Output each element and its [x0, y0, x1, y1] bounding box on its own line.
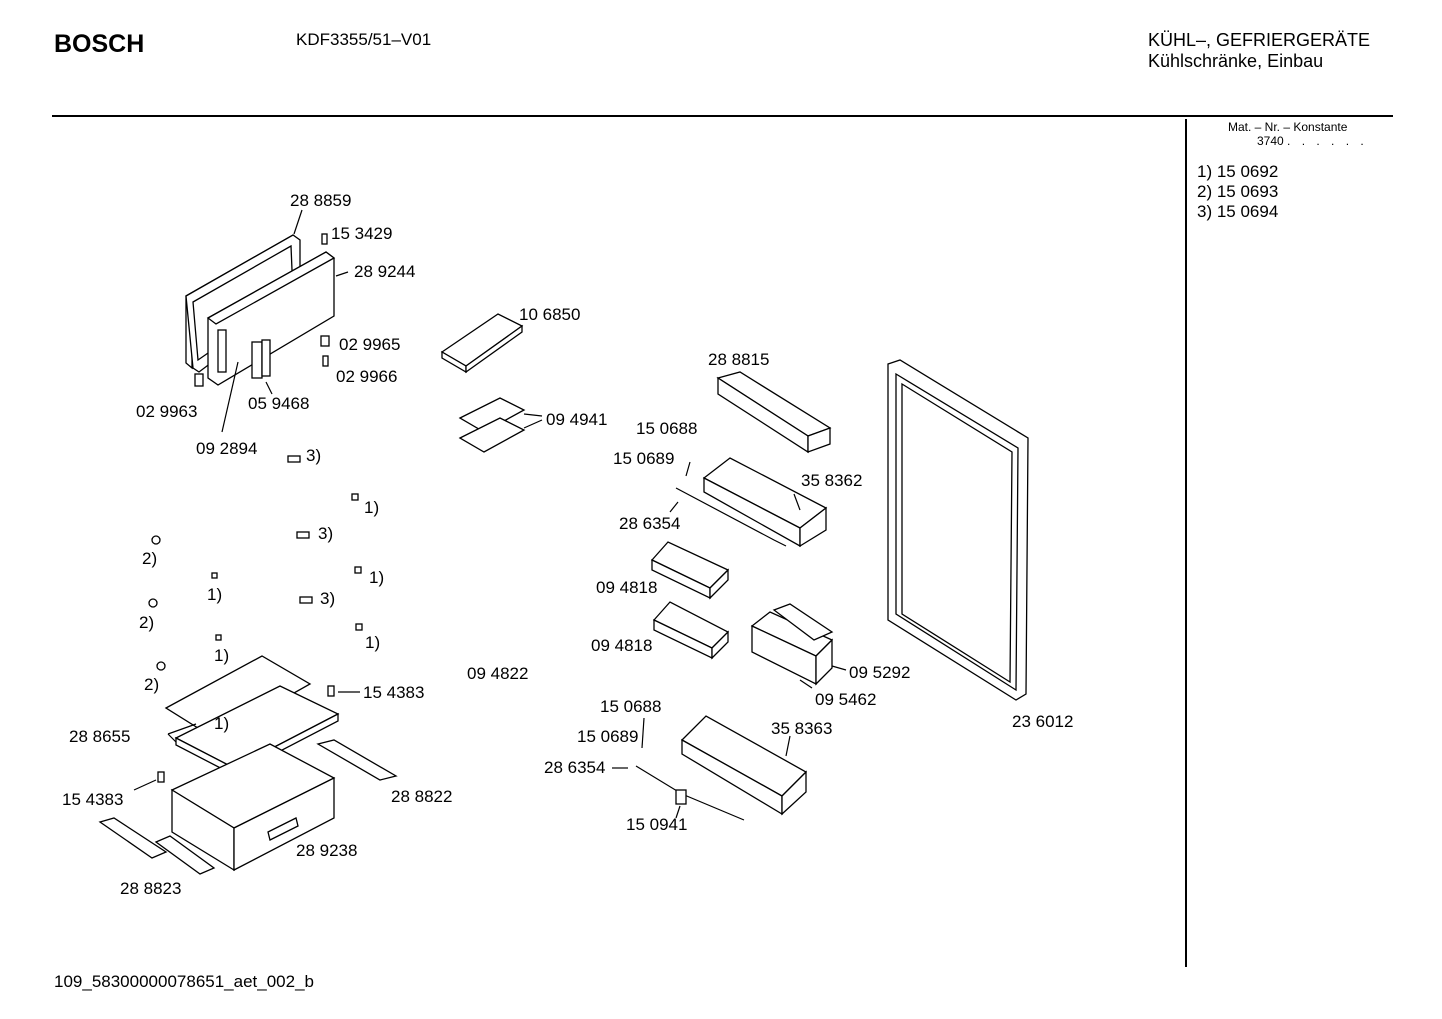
ice-cube-tray [440, 313, 524, 374]
ref-marker: 3) [306, 446, 321, 465]
part-label-289238: 28 9238 [296, 841, 357, 860]
door-shelf-lower [635, 715, 808, 821]
part-label-094818-a: 09 4818 [596, 578, 657, 597]
part-label-150688-b: 15 0688 [600, 697, 661, 716]
part-label-029963: 02 9963 [136, 402, 197, 421]
mat-number-value: 3740 . . . . . . [1257, 134, 1368, 148]
ref-marker: 1) [365, 633, 380, 652]
freezer-drawer [170, 743, 336, 872]
main-door-gasket [887, 359, 1029, 701]
brand-logo: BOSCH [54, 30, 145, 58]
part-label-153429: 15 3429 [331, 224, 392, 243]
part-label-029966: 02 9966 [336, 367, 397, 386]
ref-marker: 1) [207, 585, 222, 604]
shelf-leader-lines [612, 493, 847, 819]
door-shelf-small-1 [650, 541, 730, 600]
ref-marker: 1) [214, 646, 229, 665]
part-label-150689-b: 15 0689 [577, 727, 638, 746]
part-label-289244: 28 9244 [354, 262, 415, 281]
part-label-288859: 28 8859 [290, 191, 351, 210]
ref-item-1: 1) 15 0692 [1197, 162, 1279, 181]
part-label-095292: 09 5292 [849, 663, 910, 682]
ref-marker: 1) [369, 568, 384, 587]
ref-marker: 1) [364, 498, 379, 517]
part-label-154383-a: 15 4383 [363, 683, 424, 702]
door-small-parts [194, 233, 330, 387]
ref-marker: 2) [139, 613, 154, 632]
category-title: KÜHL–, GEFRIERGERÄTE [1148, 30, 1371, 50]
part-label-286354-b: 28 6354 [544, 758, 605, 777]
egg-trays [458, 397, 543, 453]
part-label-029965: 02 9965 [339, 335, 400, 354]
door-shelf-upper [675, 457, 828, 548]
part-label-236012: 23 6012 [1012, 712, 1073, 731]
part-label-358363: 35 8363 [771, 719, 832, 738]
part-label-288655: 28 8655 [69, 727, 130, 746]
part-label-094818-b: 09 4818 [591, 636, 652, 655]
header-divider [52, 115, 1393, 117]
part-label-092894: 09 2894 [196, 439, 257, 458]
freezer-door-panel [206, 251, 336, 386]
drawer-screws [133, 685, 360, 791]
part-label-288823: 28 8823 [120, 879, 181, 898]
bottle-holder-insert [716, 371, 832, 454]
part-label-288822: 28 8822 [391, 787, 452, 806]
butter-compartment [750, 603, 834, 686]
part-label-094822: 09 4822 [467, 664, 528, 683]
ref-marker: 2) [142, 549, 157, 568]
reference-markers: 3) 1) 3) 2) 1) 1) 3) 2) 1) 1) 2) 1) [139, 446, 384, 733]
mat-number-label: Mat. – Nr. – Konstante [1228, 120, 1348, 134]
part-label-106850: 10 6850 [519, 305, 580, 324]
category-subtitle: Kühlschränke, Einbau [1148, 51, 1324, 71]
part-label-150688-a: 15 0688 [636, 419, 697, 438]
door-leader-lines [221, 209, 349, 433]
part-label-358362: 35 8362 [801, 471, 862, 490]
part-label-288815: 28 8815 [708, 350, 769, 369]
ref-marker: 2) [144, 675, 159, 694]
part-label-094941: 09 4941 [546, 410, 607, 429]
model-number: KDF3355/51–V01 [296, 30, 432, 49]
part-labels: 28 8859 15 3429 28 9244 10 6850 02 9965 … [62, 191, 1073, 898]
clip-parts [148, 455, 363, 671]
door-shelf-small-2 [652, 601, 730, 660]
drawer-rails [98, 739, 398, 875]
part-label-286354-a: 28 6354 [619, 514, 680, 533]
part-label-095462: 09 5462 [815, 690, 876, 709]
part-label-059468: 05 9468 [248, 394, 309, 413]
part-label-154383-b: 15 4383 [62, 790, 123, 809]
ref-marker: 3) [318, 524, 333, 543]
part-label-150689-a: 15 0689 [613, 449, 674, 468]
ref-marker: 1) [214, 714, 229, 733]
sidebar-divider [1185, 119, 1187, 967]
document-code: 109_58300000078651_aet_002_b [54, 972, 314, 991]
ref-item-3: 3) 15 0694 [1197, 202, 1279, 221]
ref-item-2: 2) 15 0693 [1197, 182, 1279, 201]
ref-marker: 3) [320, 589, 335, 608]
part-label-150941: 15 0941 [626, 815, 687, 834]
